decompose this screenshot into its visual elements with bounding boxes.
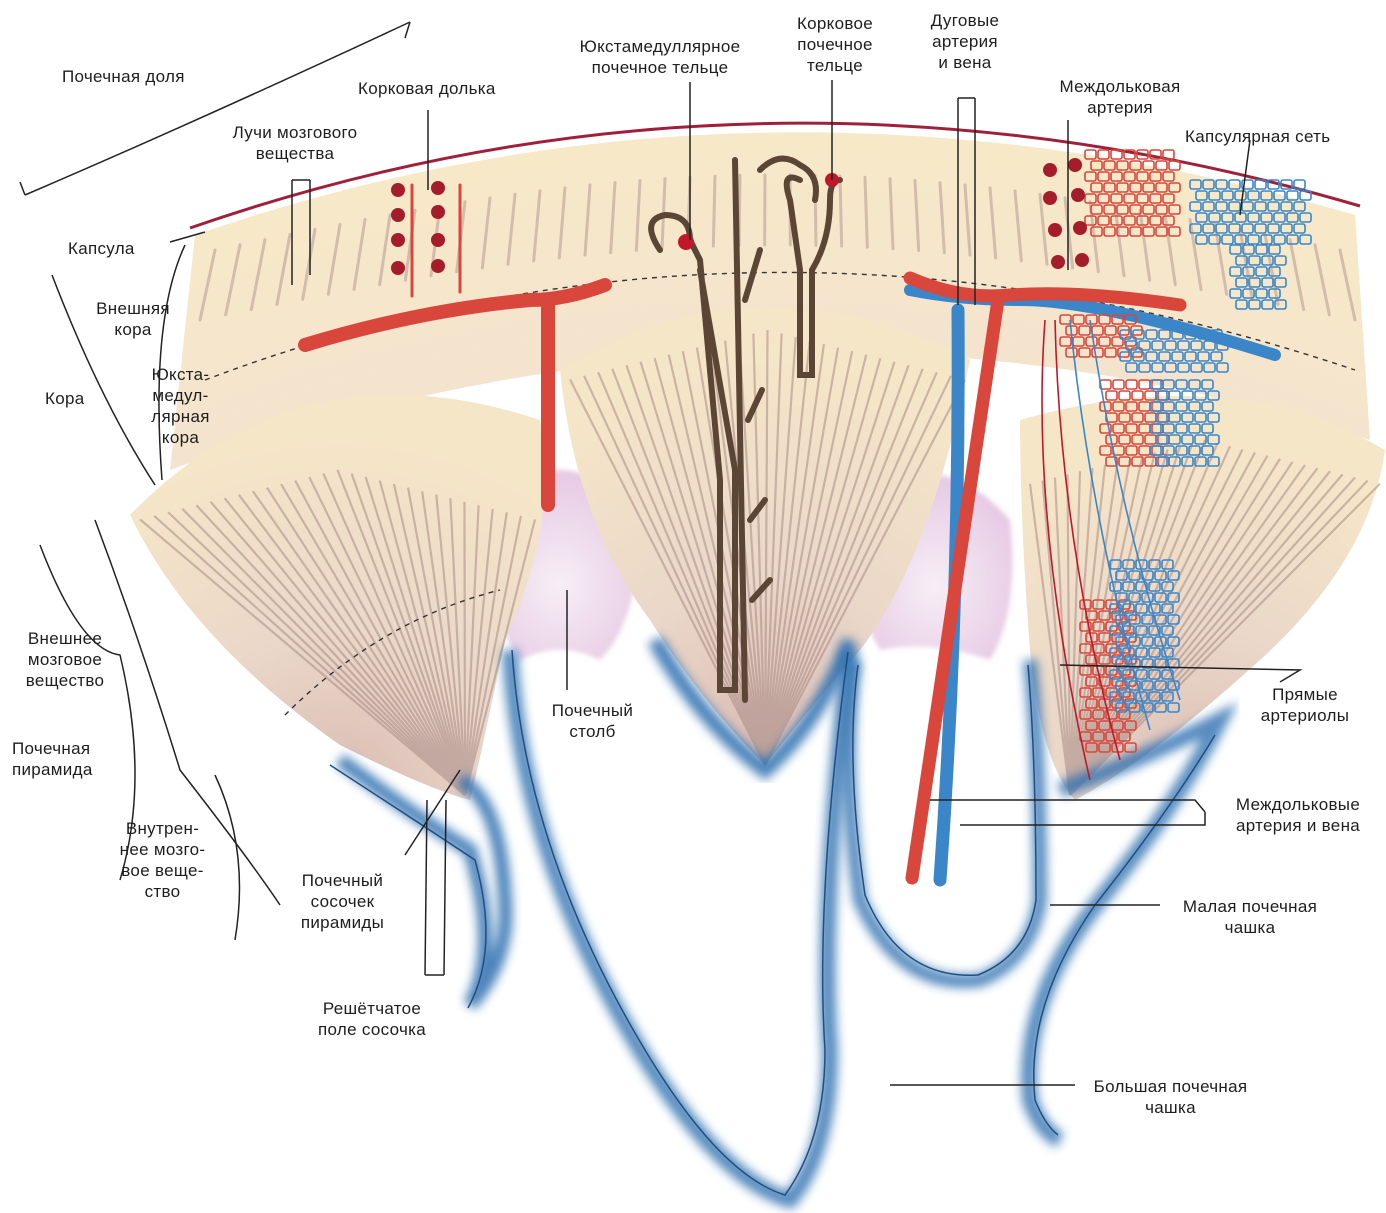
label-major-calyx: Большая почечная чашка bbox=[1078, 1076, 1263, 1118]
label-cortical-lobule: Корковая долька bbox=[358, 78, 496, 99]
label-juxtamedullary-cortex: Юкста- медул- лярная кора bbox=[128, 364, 233, 448]
label-outer-cortex: Внешняя кора bbox=[88, 298, 178, 340]
label-cortical-corpuscle: Корковое почечное тельце bbox=[775, 13, 895, 76]
label-outer-medulla: Внешнее мозговое вещество bbox=[10, 628, 120, 691]
label-renal-papilla: Почечный сосочек пирамиды bbox=[285, 870, 400, 933]
label-cortex: Кора bbox=[45, 388, 84, 409]
label-renal-pyramid: Почечная пирамида bbox=[12, 738, 93, 780]
label-renal-column: Почечный столб bbox=[530, 700, 655, 742]
label-interlobular-artery: Междольковая артерия bbox=[1030, 76, 1210, 118]
label-cribriform-area: Решётчатое поле сосочка bbox=[292, 998, 452, 1040]
label-medullary-rays: Лучи мозгового вещества bbox=[205, 122, 385, 164]
label-interlobar-artery-vein: Междольковые артерия и вена bbox=[1212, 794, 1384, 836]
label-capsular-network: Капсулярная сеть bbox=[1185, 126, 1330, 147]
label-inner-medulla: Внутрен- нее мозго- вое веще- ство bbox=[105, 818, 220, 902]
label-capsule: Капсула bbox=[68, 238, 135, 259]
label-juxtamedullary-corpuscle: Юкстамедуллярное почечное тельце bbox=[545, 36, 775, 78]
label-minor-calyx: Малая почечная чашка bbox=[1165, 896, 1335, 938]
label-vasa-recta: Прямые артериолы bbox=[1245, 684, 1365, 726]
label-arcuate-artery-vein: Дуговые артерия и вена bbox=[905, 10, 1025, 73]
label-renal-lobe: Почечная доля bbox=[62, 66, 185, 87]
